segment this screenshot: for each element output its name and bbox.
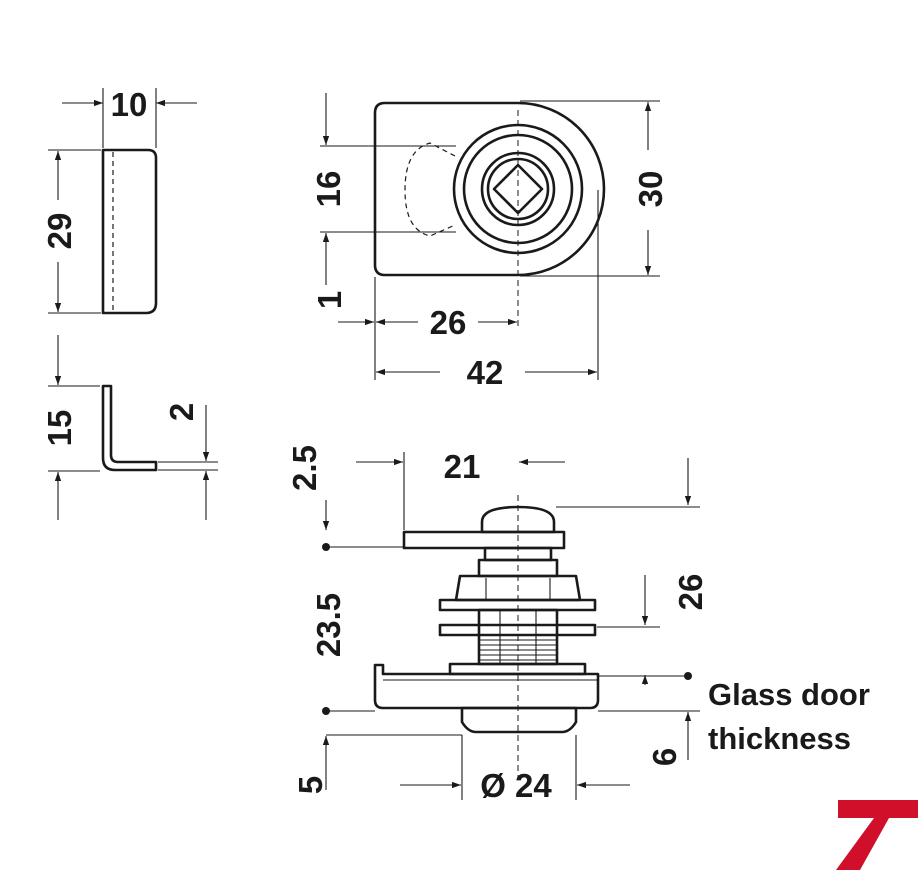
dim-barrel-diameter: Ø 24 (480, 767, 552, 804)
dim-body-height: 30 (632, 171, 669, 208)
clip-side-view (48, 335, 218, 520)
dim-clip-thickness: 2 (163, 403, 200, 421)
dim-lock-length: 23.5 (310, 593, 347, 657)
dim-body-width: 42 (467, 354, 504, 391)
glass-door-label-line2: thickness (708, 721, 851, 756)
clip-front-view (48, 88, 197, 315)
dim-cam-length: 21 (444, 448, 481, 485)
lock-top-view (320, 93, 660, 380)
dim-center-distance: 26 (430, 304, 467, 341)
glass-door-label-line1: Glass door (708, 677, 870, 712)
dim-clip-leg-height: 15 (41, 410, 78, 447)
dim-glass-range: 26 (672, 574, 709, 611)
dim-clip-height: 29 (41, 213, 78, 250)
logo-shape (836, 800, 918, 870)
dim-cam-thickness: 2.5 (286, 445, 323, 491)
dim-clip-width: 10 (111, 86, 148, 123)
dim-flange-height: 6 (646, 748, 683, 766)
dim-offset: 1 (311, 291, 348, 309)
dim-cam-height: 16 (310, 171, 347, 208)
lock-side-view (322, 452, 700, 800)
dim-barrel-height: 5 (292, 776, 329, 794)
brand-logo (836, 800, 918, 870)
